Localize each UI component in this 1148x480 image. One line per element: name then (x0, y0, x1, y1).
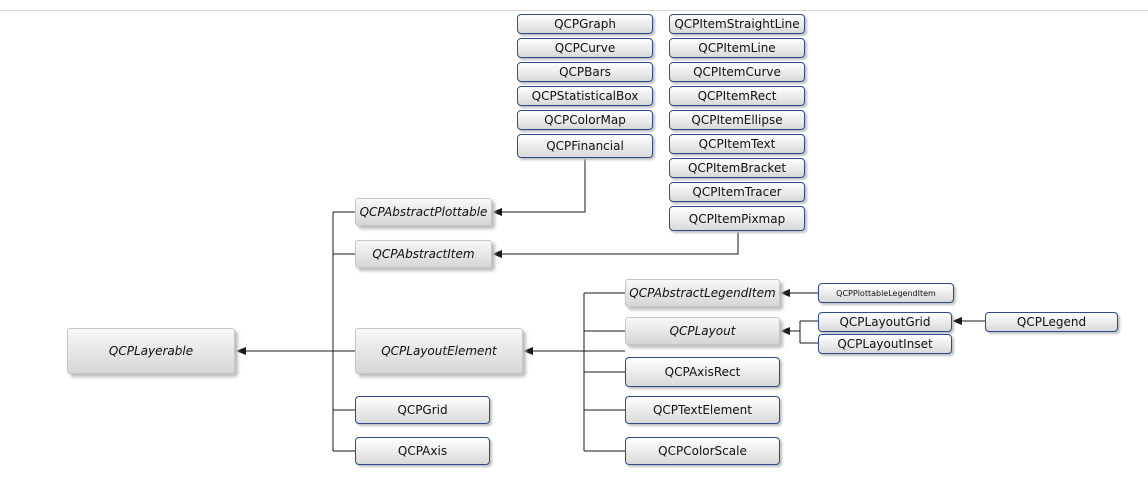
top-border (0, 0, 1148, 11)
node-label: QCPItemStraightLine (674, 17, 800, 31)
node-label: QCPItemCurve (693, 65, 781, 79)
node-qcpcolorscale: QCPColorScale (625, 437, 780, 465)
edge-items (492, 231, 739, 258)
node-label: QCPItemLine (698, 41, 776, 55)
node-qcpplottablelegenditem: QCPPlottableLegendItem (818, 283, 954, 303)
node-label: QCPAxis (397, 444, 448, 458)
node-label: QCPLayoutInset (837, 337, 933, 351)
node-qcplayoutinset: QCPLayoutInset (818, 334, 952, 354)
node-qcpabstractplottable: QCPAbstractPlottable (355, 198, 492, 226)
node-label: QCPPlottableLegendItem (836, 288, 936, 298)
node-qcpitemcurve: QCPItemCurve (669, 62, 805, 82)
node-label: QCPItemPixmap (688, 211, 786, 226)
node-qcpgrid: QCPGrid (355, 396, 490, 424)
node-label: QCPLayoutElement (381, 344, 497, 358)
node-qcpitembracket: QCPItemBracket (669, 158, 805, 178)
node-label: QCPGrid (397, 403, 448, 417)
node-qcptextelement: QCPTextElement (625, 396, 780, 424)
node-qcpabstractlegenditem: QCPAbstractLegendItem (625, 279, 780, 307)
node-qcpstatisticalbox: QCPStatisticalBox (517, 86, 653, 106)
node-qcpgraph: QCPGraph (517, 14, 653, 34)
node-qcpitemline: QCPItemLine (669, 38, 805, 58)
node-qcpfinancial: QCPFinancial (517, 134, 653, 158)
node-qcpbars: QCPBars (517, 62, 653, 82)
node-qcpaxisrect: QCPAxisRect (625, 357, 780, 387)
node-qcplayout: QCPLayout (625, 317, 780, 345)
node-label: QCPLegend (1016, 315, 1087, 329)
node-qcplayoutgrid: QCPLayoutGrid (818, 312, 952, 332)
node-qcpitemtext: QCPItemText (669, 134, 805, 154)
node-label: QCPGraph (554, 17, 616, 31)
node-qcplayerable: QCPLayerable (67, 328, 235, 374)
node-label: QCPBars (559, 65, 611, 79)
node-label: QCPAxisRect (664, 365, 741, 379)
node-label: QCPTextElement (652, 403, 752, 417)
node-label: QCPCurve (554, 41, 616, 55)
node-label: QCPItemEllipse (691, 113, 783, 127)
node-label: QCPItemText (698, 137, 776, 151)
node-qcpitemellipse: QCPItemEllipse (669, 110, 805, 130)
node-label: QCPAbstractPlottable (359, 205, 488, 219)
node-label: QCPItemBracket (687, 161, 787, 175)
node-qcpitemtracer: QCPItemTracer (669, 182, 805, 202)
node-qcpitemstraightline: QCPItemStraightLine (669, 14, 805, 34)
node-qcpcurve: QCPCurve (517, 38, 653, 58)
node-label: QCPAbstractItem (372, 247, 475, 261)
node-label: QCPFinancial (546, 139, 624, 153)
node-label: QCPItemRect (697, 89, 777, 103)
node-label: QCPColorMap (544, 113, 626, 127)
node-qcpaxis: QCPAxis (355, 437, 490, 465)
node-label: QCPStatisticalBox (531, 89, 639, 103)
node-label: QCPLayout (669, 324, 736, 338)
node-qcpitemrect: QCPItemRect (669, 86, 805, 106)
node-label: QCPColorScale (658, 444, 747, 458)
edge-plottables (492, 158, 586, 216)
node-label: QCPItemTracer (692, 185, 782, 199)
node-label: QCPLayerable (108, 344, 194, 358)
node-qcpcolormap: QCPColorMap (517, 110, 653, 130)
node-qcpitempixmap: QCPItemPixmap (669, 206, 805, 231)
node-qcpabstractitem: QCPAbstractItem (355, 240, 492, 268)
node-qcplegend: QCPLegend (985, 312, 1118, 332)
node-label: QCPAbstractLegendItem (629, 286, 776, 300)
node-label: QCPLayoutGrid (839, 315, 931, 329)
node-qcplayoutelement: QCPLayoutElement (355, 328, 523, 374)
